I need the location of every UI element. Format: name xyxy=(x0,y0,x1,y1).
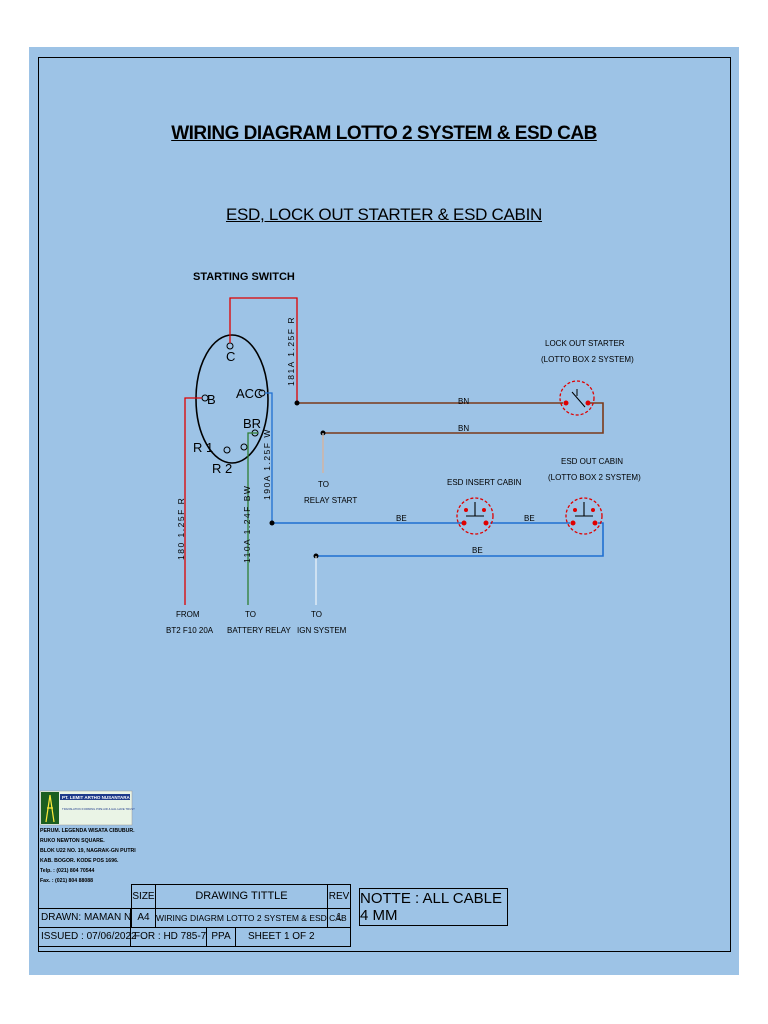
wire-code-b: 180 1.25F R xyxy=(176,497,186,560)
drawing-sheet xyxy=(29,47,739,975)
lock-out-starter-symbol xyxy=(559,380,595,416)
sheet-number: SHEET 1 OF 2 xyxy=(235,927,351,947)
wire-br-green xyxy=(247,432,258,605)
from-bt2-label: BT2 F10 20A xyxy=(166,626,214,635)
drawing-title-value: WIRING DIAGRM LOTTO 2 SYSTEM & ESD CAB xyxy=(155,908,347,928)
issued-date: ISSUED : 07/06/2022 xyxy=(38,927,137,947)
rev-label: REV xyxy=(327,884,351,909)
terminal-acc-label: ACC xyxy=(236,386,264,401)
starting-switch-label: STARTING SWITCH xyxy=(193,271,295,283)
wire-b-red xyxy=(184,397,202,605)
wire-label-be-3: BE xyxy=(472,546,483,555)
terminal-br-label: BR xyxy=(243,416,262,431)
diagram-title: WIRING DIAGRAM LOTTO 2 SYSTEM & ESD CAB xyxy=(171,123,597,144)
wire-acc-blue xyxy=(265,392,273,523)
ppa-label: PPA xyxy=(206,927,236,947)
wire-code-br: 110A 1.24F BW xyxy=(242,485,252,563)
company-address: PERUM. LEGENDA WISATA CIBUBUR. RUKO NEWT… xyxy=(40,828,136,884)
size-value: A4 xyxy=(131,908,156,928)
drawing-title-label: DRAWING TITTLE xyxy=(155,884,328,909)
ign-system-label: IGN SYSTEM xyxy=(297,626,347,635)
wire-label-bn-2: BN xyxy=(458,424,470,433)
battery-relay-label: BATTERY RELAY xyxy=(227,626,291,635)
esd-insert-cabin-symbol xyxy=(456,497,494,535)
esd-out-cabin-symbol xyxy=(565,497,603,535)
lock-out-starter-label: LOCK OUT STARTER xyxy=(545,339,625,348)
terminal-r2 xyxy=(240,443,248,451)
drawn-by: DRAWN: MAMAN N xyxy=(38,908,131,928)
relay-start-to: TO xyxy=(318,480,329,489)
for-model: FOR : HD 785-7 xyxy=(130,927,207,947)
terminal-c-label: C xyxy=(226,349,236,364)
wire-c-red xyxy=(229,297,298,403)
wire-code-c: 181A 1.25F R xyxy=(286,316,296,386)
rev-value: 1 xyxy=(327,908,351,928)
esd-out-cabin-sublabel: (LOTTO BOX 2 SYSTEM) xyxy=(548,473,641,482)
ign-system-to: TO xyxy=(311,610,322,619)
wire-be-3 xyxy=(316,522,604,557)
wire-label-be-2: BE xyxy=(524,514,535,523)
company-tagline: TRANSLATION FORMING PIPE AIR & HAL HAVE … xyxy=(62,807,135,811)
terminal-r1 xyxy=(223,446,231,454)
wire-code-acc: 190A 1.25F W xyxy=(262,428,272,500)
terminal-r1-label: R 1 xyxy=(193,440,214,455)
terminal-r2-label: R 2 xyxy=(212,461,233,476)
starting-switch-body xyxy=(195,334,269,464)
esd-out-cabin-label: ESD OUT CABIN xyxy=(561,457,624,466)
esd-insert-cabin-label: ESD INSERT CABIN xyxy=(447,478,522,487)
drawing-frame xyxy=(38,57,731,952)
relay-start-label: RELAY START xyxy=(304,496,358,505)
wire-label-be-1: BE xyxy=(396,514,407,523)
company-name: PT. LEMIT ARTHO NUSANTARA xyxy=(62,795,130,800)
battery-relay-to: TO xyxy=(245,610,256,619)
wire-label-bn-1: BN xyxy=(458,397,470,406)
size-label: SIZE xyxy=(131,884,156,909)
terminal-b-label: B xyxy=(207,392,216,407)
from-bt2-from: FROM xyxy=(176,610,200,619)
cable-note: NOTTE : ALL CABLE 4 MM xyxy=(359,888,508,926)
diagram-subtitle: ESD, LOCK OUT STARTER & ESD CABIN xyxy=(225,205,542,224)
lock-out-starter-sublabel: (LOTTO BOX 2 SYSTEM) xyxy=(541,355,634,364)
company-logo: PT. LEMIT ARTHO NUSANTARA TRANSLATION FO… xyxy=(39,790,135,826)
